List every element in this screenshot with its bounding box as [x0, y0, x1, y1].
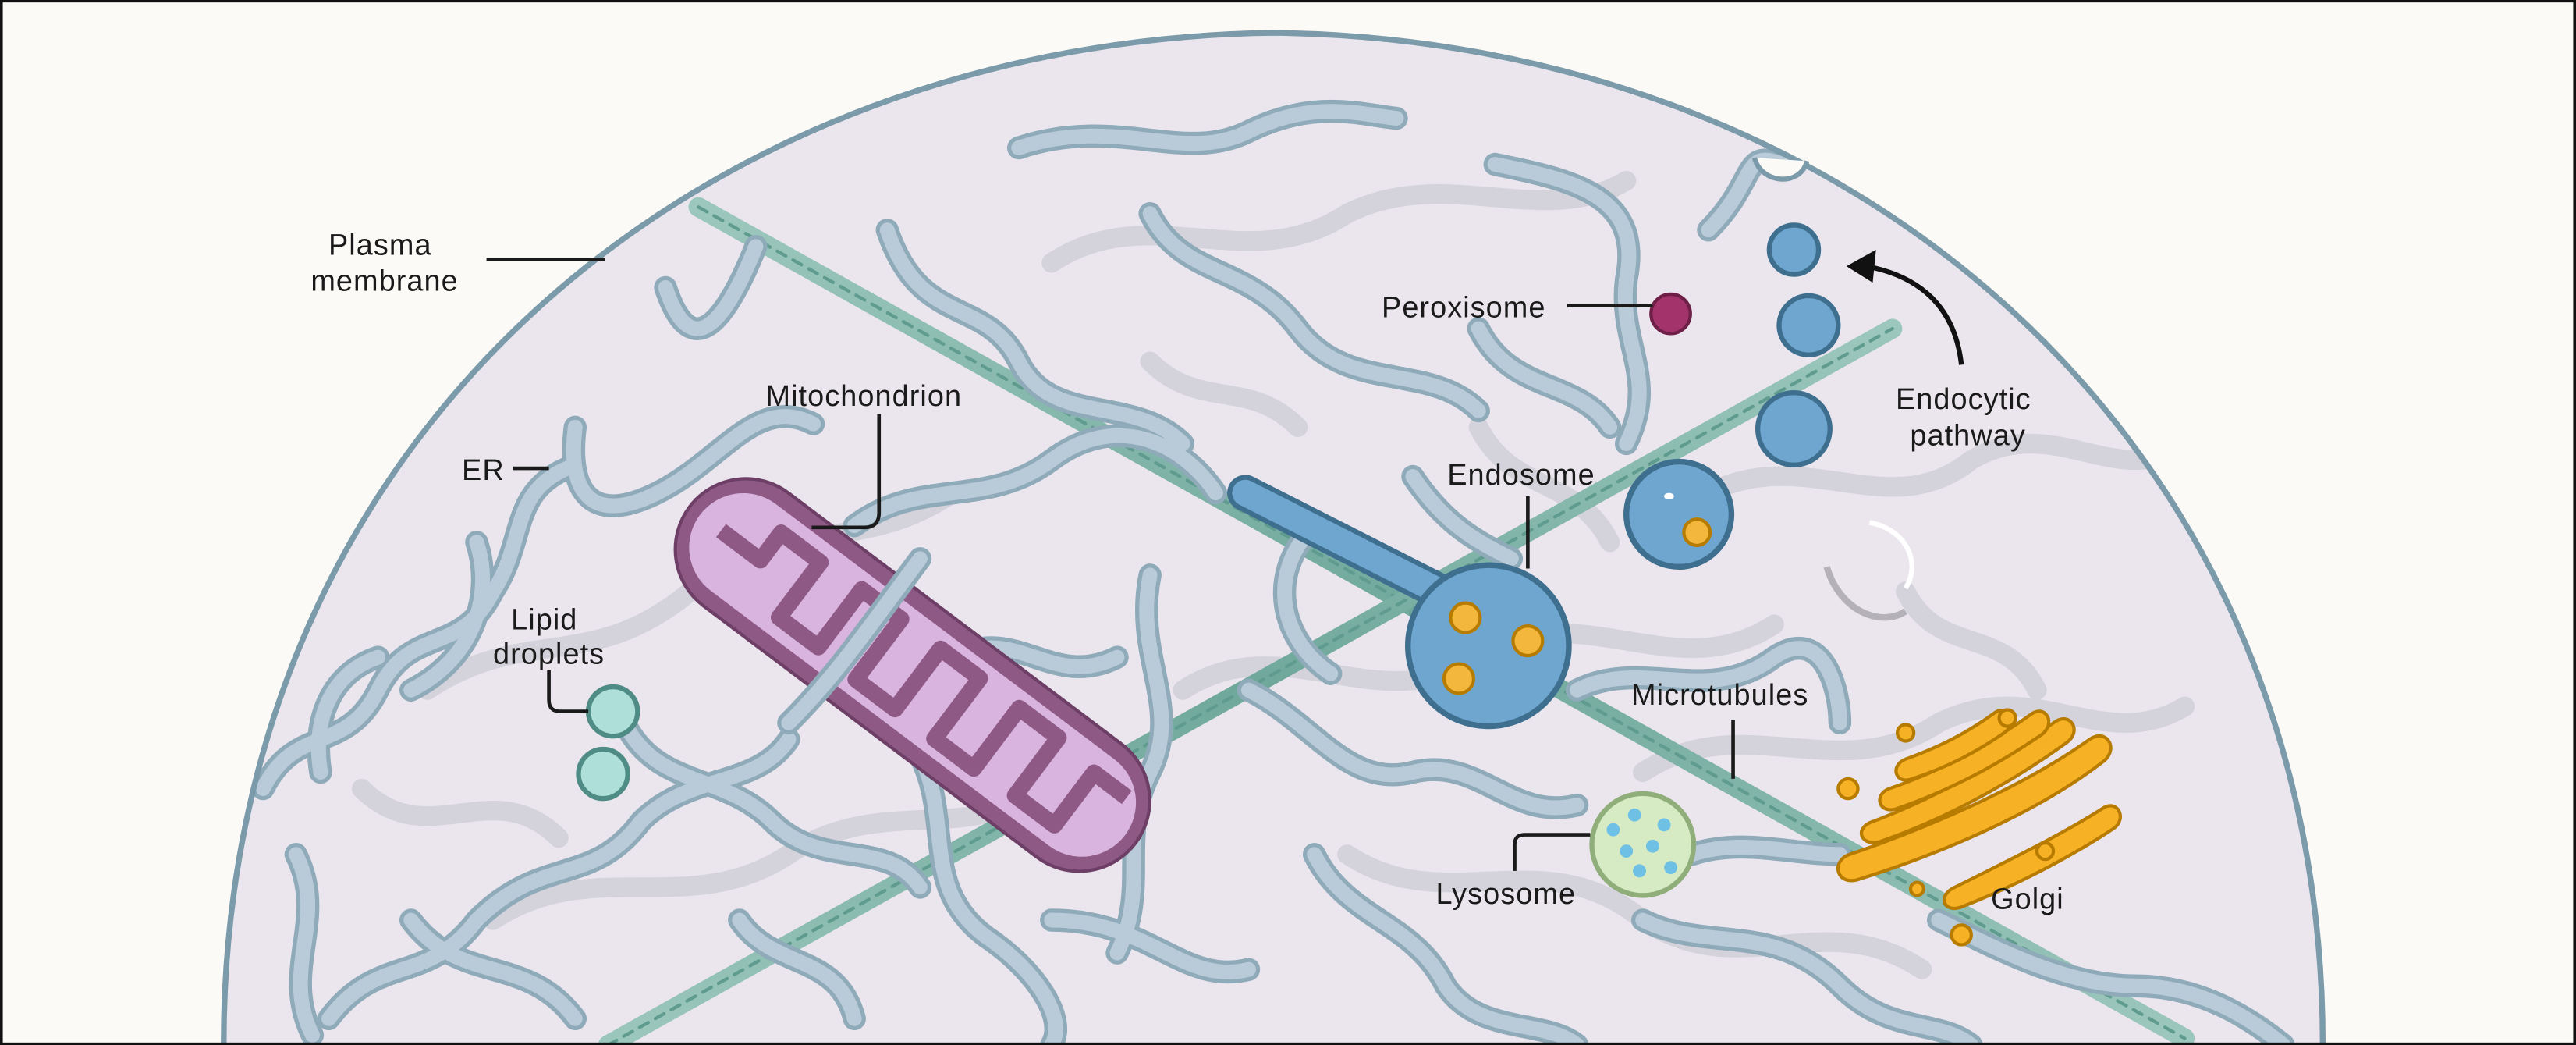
curved-arrow-icon: [1846, 250, 1964, 365]
lysosome-icon: [1589, 791, 1697, 898]
vesicle-icon: [1766, 222, 1822, 277]
label-mitochondrion: Mitochondrion: [766, 380, 963, 413]
label-lipid-droplets-line2: droplets: [493, 638, 605, 671]
label-lipid-droplets-line1: Lipid: [511, 603, 577, 636]
budding-vesicle: [1823, 566, 1907, 621]
golgi-icon: [1836, 708, 2122, 947]
membrane-pit: [1751, 157, 1810, 182]
budding-vesicle: [1868, 520, 1914, 590]
endosome-icon: [1227, 475, 1572, 730]
lipid-droplet-icon: [576, 746, 630, 802]
label-lipid-droplets: Lipid droplets: [493, 603, 605, 670]
leader-lines: [486, 258, 1735, 871]
label-plasma-membrane-line1: Plasma: [328, 229, 432, 261]
label-plasma-membrane-line2: membrane: [310, 265, 458, 298]
label-golgi: Golgi: [1991, 883, 2064, 915]
endosome-small-icon: [1623, 458, 1735, 570]
label-lysosome: Lysosome: [1435, 878, 1576, 911]
lipid-droplet-icon: [585, 684, 640, 739]
vesicle-icon: [1755, 390, 1833, 467]
er-tubule: [781, 551, 928, 730]
plasma-membrane: [221, 30, 2326, 1045]
label-plasma-membrane: Plasma membrane: [310, 229, 458, 297]
microtubule: [606, 326, 1894, 1045]
vesicle-icon: [1776, 293, 1841, 357]
label-endocytic-pathway-line2: pathway: [1910, 420, 2025, 453]
label-endocytic-pathway: Endocytic pathway: [1896, 383, 2040, 452]
label-microtubules: Microtubules: [1631, 679, 1808, 712]
label-peroxisome: Peroxisome: [1382, 291, 1546, 324]
mitochondrion-icon: [673, 477, 1151, 873]
label-endocytic-pathway-line1: Endocytic: [1896, 383, 2031, 416]
peroxisome-icon: [1649, 292, 1692, 336]
er-network: [251, 99, 2295, 1045]
label-er: ER: [462, 454, 505, 487]
label-endosome: Endosome: [1447, 459, 1595, 492]
